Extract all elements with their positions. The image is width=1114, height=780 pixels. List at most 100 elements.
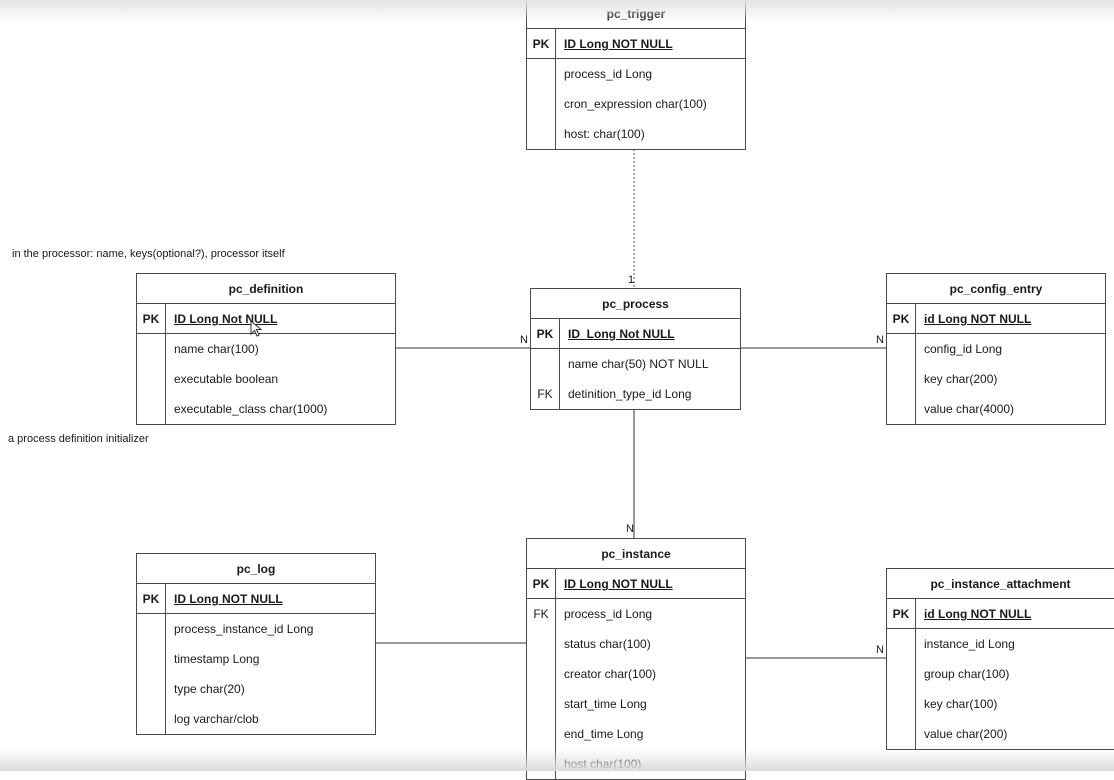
field-name: start_time Long bbox=[564, 697, 647, 711]
field-name: config_id Long bbox=[924, 342, 1003, 356]
entity-title: pc_log bbox=[137, 554, 375, 584]
key-marker: PK bbox=[137, 304, 166, 333]
key-marker bbox=[527, 659, 556, 689]
field-name: status char(100) bbox=[564, 637, 651, 651]
field-row: executable boolean bbox=[137, 364, 395, 394]
field-name: type char(20) bbox=[174, 682, 245, 696]
key-marker bbox=[887, 364, 916, 394]
field-row: value char(200) bbox=[887, 719, 1114, 749]
entity-pc-trigger[interactable]: pc_trigger PK ID Long NOT NULL process_i… bbox=[526, 0, 746, 150]
key-marker: FK bbox=[527, 599, 556, 629]
key-marker bbox=[527, 59, 556, 89]
field-name: id Long NOT NULL bbox=[924, 312, 1032, 326]
key-marker bbox=[527, 89, 556, 119]
relation-label-process-instance: N bbox=[626, 523, 634, 535]
key-marker: PK bbox=[527, 569, 556, 598]
entity-pc-config-entry[interactable]: pc_config_entry PK id Long NOT NULL conf… bbox=[886, 273, 1106, 425]
key-marker: FK bbox=[531, 379, 560, 409]
field-row: cron_expression char(100) bbox=[527, 89, 745, 119]
relation-label-trigger-process: 1 bbox=[628, 274, 635, 286]
entity-pc-instance[interactable]: pc_instance PK ID Long NOT NULL FK proce… bbox=[526, 538, 746, 780]
primary-key-row: PK ID Long NOT NULL bbox=[527, 569, 745, 599]
entity-pc-definition[interactable]: pc_definition PK ID Long Not NULL name c… bbox=[136, 273, 396, 425]
field-name: timestamp Long bbox=[174, 652, 260, 666]
key-marker bbox=[887, 659, 916, 689]
field-name: id Long NOT NULL bbox=[924, 607, 1032, 621]
entity-title: pc_trigger bbox=[527, 0, 745, 29]
entity-title: pc_config_entry bbox=[887, 274, 1105, 304]
key-marker bbox=[887, 334, 916, 364]
field-name: executable_class char(1000) bbox=[174, 402, 328, 416]
field-name: ID Long NOT NULL bbox=[564, 37, 673, 51]
field-name: value char(200) bbox=[924, 727, 1008, 741]
field-name: detinition_type_id Long bbox=[568, 387, 692, 401]
field-row: value char(4000) bbox=[887, 394, 1105, 424]
entity-pc-process[interactable]: pc_process PK ID Long Not NULL name char… bbox=[530, 288, 741, 410]
key-marker bbox=[137, 394, 166, 424]
entity-pc-instance-attachment[interactable]: pc_instance_attachment PK id Long NOT NU… bbox=[886, 568, 1114, 750]
field-row: name char(50) NOT NULL bbox=[531, 349, 740, 379]
primary-key-row: PK ID Long Not NULL bbox=[531, 319, 740, 349]
field-row: instance_id Long bbox=[887, 629, 1114, 659]
field-name: creator char(100) bbox=[564, 667, 657, 681]
key-marker bbox=[887, 394, 916, 424]
key-marker bbox=[887, 629, 916, 659]
field-name: key char(200) bbox=[924, 372, 998, 386]
key-marker bbox=[527, 119, 556, 149]
field-row: key char(200) bbox=[887, 364, 1105, 394]
primary-key-row: PK ID Long NOT NULL bbox=[137, 584, 375, 614]
field-name: instance_id Long bbox=[924, 637, 1015, 651]
key-marker bbox=[527, 689, 556, 719]
entity-title: pc_definition bbox=[137, 274, 395, 304]
definition-note: a process definition initializer bbox=[8, 433, 149, 445]
field-row: process_id Long bbox=[527, 59, 745, 89]
key-marker bbox=[527, 749, 556, 779]
field-name: name char(100) bbox=[174, 342, 259, 356]
field-name: host char(100) bbox=[564, 757, 642, 771]
processor-note: in the processor: name, keys(optional?),… bbox=[12, 248, 285, 260]
entity-pc-log[interactable]: pc_log PK ID Long NOT NULL process_insta… bbox=[136, 553, 376, 735]
field-row: FK process_id Long bbox=[527, 599, 745, 629]
key-marker bbox=[137, 334, 166, 364]
field-row: type char(20) bbox=[137, 674, 375, 704]
key-marker: PK bbox=[887, 304, 916, 333]
key-marker: PK bbox=[887, 599, 916, 628]
field-name: ID Long Not NULL bbox=[568, 327, 675, 341]
field-row: start_time Long bbox=[527, 689, 745, 719]
field-name: cron_expression char(100) bbox=[564, 97, 707, 111]
field-name: process_id Long bbox=[564, 67, 653, 81]
key-marker bbox=[531, 349, 560, 379]
field-name: log varchar/clob bbox=[174, 712, 259, 726]
mouse-pointer-icon bbox=[250, 320, 263, 337]
field-row: status char(100) bbox=[527, 629, 745, 659]
entity-title: pc_instance bbox=[527, 539, 745, 569]
field-row: name char(100) bbox=[137, 334, 395, 364]
field-name: group char(100) bbox=[924, 667, 1010, 681]
key-marker bbox=[527, 629, 556, 659]
relation-label-process-config: N bbox=[876, 334, 884, 346]
field-row: config_id Long bbox=[887, 334, 1105, 364]
key-marker bbox=[137, 614, 166, 644]
key-marker bbox=[527, 719, 556, 749]
field-row: end_time Long bbox=[527, 719, 745, 749]
key-marker: PK bbox=[137, 584, 166, 613]
primary-key-row: PK ID Long NOT NULL bbox=[527, 29, 745, 59]
field-name: ID Long NOT NULL bbox=[564, 577, 673, 591]
field-row: timestamp Long bbox=[137, 644, 375, 674]
key-marker bbox=[887, 719, 916, 749]
field-row: process_instance_id Long bbox=[137, 614, 375, 644]
key-marker: PK bbox=[527, 29, 556, 58]
primary-key-row: PK ID Long Not NULL bbox=[137, 304, 395, 334]
field-row: group char(100) bbox=[887, 659, 1114, 689]
key-marker bbox=[137, 704, 166, 734]
field-row: creator char(100) bbox=[527, 659, 745, 689]
field-row: key char(100) bbox=[887, 689, 1114, 719]
key-marker bbox=[137, 674, 166, 704]
field-name: executable boolean bbox=[174, 372, 279, 386]
key-marker bbox=[137, 644, 166, 674]
field-name: key char(100) bbox=[924, 697, 998, 711]
entity-title: pc_process bbox=[531, 289, 740, 319]
field-row: FK detinition_type_id Long bbox=[531, 379, 740, 409]
key-marker: PK bbox=[531, 319, 560, 348]
field-name: ID Long NOT NULL bbox=[174, 592, 283, 606]
